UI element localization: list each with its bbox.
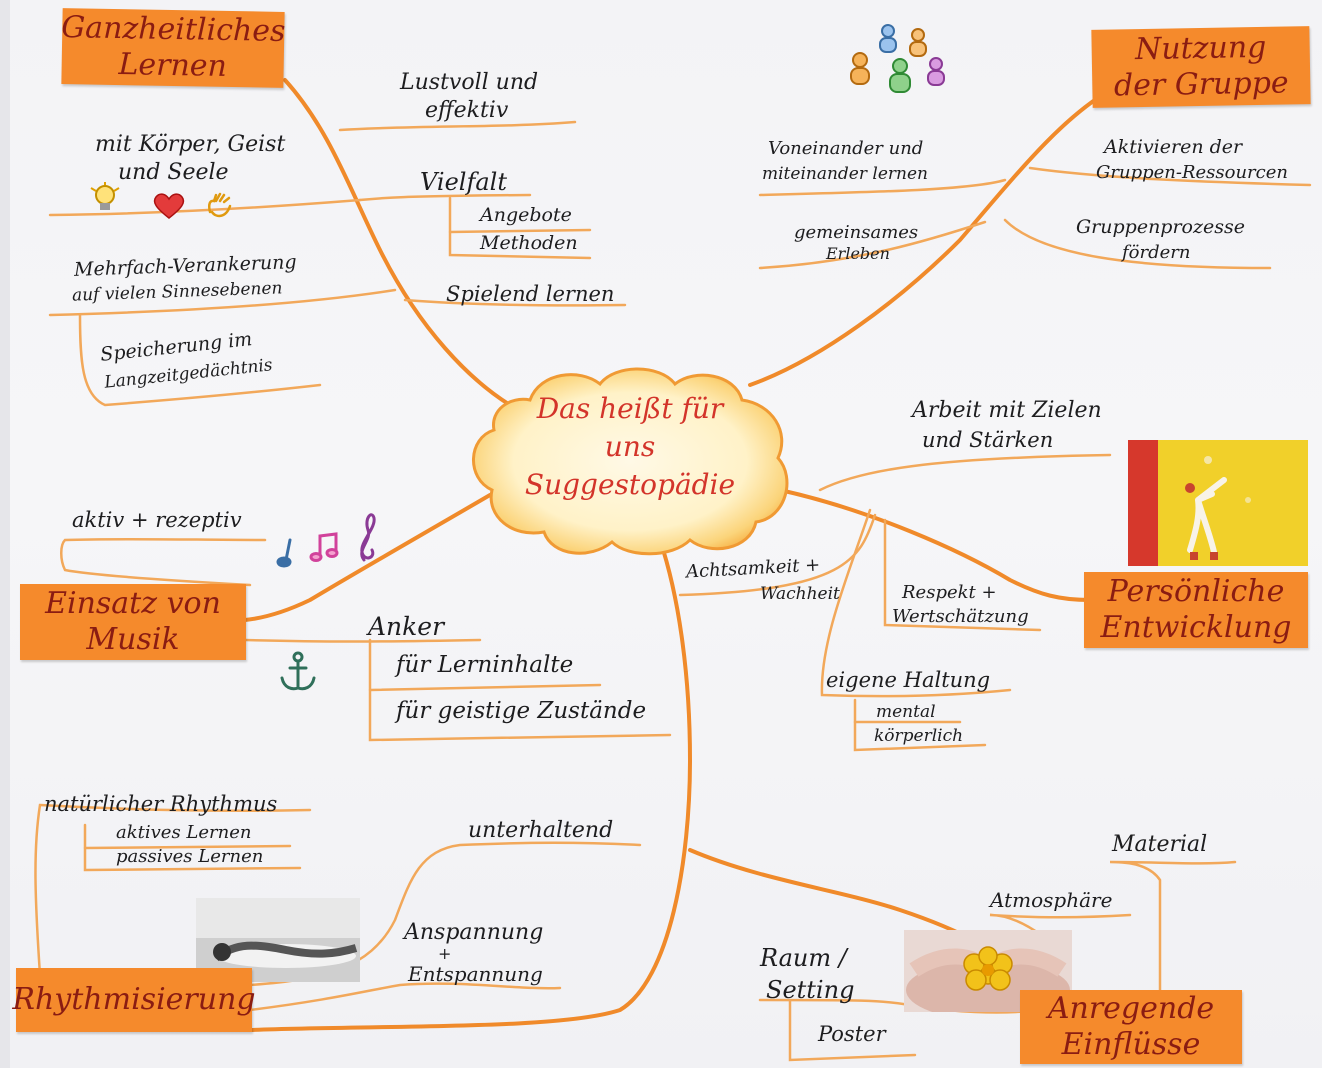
card-ganzheitliches-lernen: Ganzheitliches Lernen — [60, 8, 286, 88]
note-respekt: Respekt + — [902, 582, 997, 603]
note-gruppen-ressourcen: Gruppen-Ressourcen — [1096, 162, 1288, 183]
card-title-line1: Persönliche — [1107, 574, 1285, 609]
note-arbeit-mit-zielen: Arbeit mit Zielen — [912, 398, 1102, 423]
note-voneinander: Voneinander und — [768, 138, 924, 159]
note-aktivieren: Aktivieren der — [1104, 136, 1243, 158]
note-aktives-lernen: aktives Lernen — [116, 822, 252, 843]
relaxing-person-photo — [196, 898, 360, 982]
note-raum: Raum / — [760, 944, 847, 972]
card-title-line2: Lernen — [118, 47, 228, 84]
card-title-line2: Einflüsse — [1061, 1027, 1201, 1062]
light-bulb-icon — [88, 182, 122, 220]
note-unterhaltend: unterhaltend — [468, 818, 614, 843]
center-title-line1: Das heißt für — [536, 392, 724, 425]
center-cloud-shape — [472, 367, 789, 556]
note-staerken: und Stärken — [922, 428, 1054, 452]
center-title-line2: uns — [604, 430, 656, 463]
people-group-icon — [840, 22, 952, 112]
note-koerperlich: körperlich — [874, 726, 964, 746]
note-koerper-geist: mit Körper, Geist — [95, 132, 286, 157]
note-miteinander: miteinander lernen — [762, 164, 928, 184]
center-title-line3: Suggestopädie — [524, 468, 736, 501]
note-lustvoll: Lustvoll und — [400, 70, 539, 95]
note-natuerlicher-rhythmus: natürlicher Rhythmus — [44, 792, 278, 816]
note-gemeinsames: gemeinsames — [794, 222, 919, 243]
branch-line-gruppe — [748, 88, 1112, 387]
note-wertschaetzung: Wertschätzung — [892, 606, 1029, 627]
card-title-line1: Ganzheitliches — [60, 10, 286, 49]
note-seele: und Seele — [118, 160, 229, 185]
note-anspannung: Anspannung — [404, 920, 544, 945]
card-anregende-einfluesse: Anregende Einflüsse — [1020, 990, 1242, 1064]
card-rhythmisierung: Rhythmisierung — [12, 968, 256, 1032]
note-plus: + — [438, 944, 452, 963]
note-anker: Anker — [368, 612, 445, 641]
board-edge — [0, 0, 10, 1068]
branch-line-persoenlich — [778, 488, 1092, 602]
card-title: Rhythmisierung — [12, 982, 256, 1017]
note-angebote: Angebote — [480, 204, 572, 226]
hand-icon — [204, 192, 238, 224]
anchor-icon — [276, 650, 320, 698]
note-geistige-zustaende: für geistige Zustände — [396, 698, 647, 724]
note-gruppenprozesse: Gruppenprozesse — [1076, 216, 1245, 238]
note-poster: Poster — [818, 1022, 886, 1046]
card-title-line1: Nutzung — [1134, 29, 1267, 68]
note-passives-lernen: passives Lernen — [116, 846, 264, 867]
note-material: Material — [1112, 832, 1208, 857]
card-persoenliche-entwicklung: Persönliche Entwicklung — [1084, 572, 1308, 648]
heart-icon — [152, 192, 186, 224]
note-eigene-haltung: eigene Haltung — [826, 668, 991, 692]
note-spielend-lernen: Spielend lernen — [446, 282, 615, 306]
branch-line-ganzheitliches — [283, 78, 512, 407]
note-effektiv: effektiv — [425, 98, 509, 123]
card-title-line2: Entwicklung — [1100, 610, 1292, 645]
note-entspannung: Entspannung — [408, 962, 543, 986]
dancer-painting-image — [1128, 440, 1308, 566]
note-methoden: Methoden — [480, 232, 578, 254]
card-title-line1: Einsatz von — [45, 586, 221, 621]
card-title-line1: Anregende — [1047, 991, 1215, 1026]
card-einsatz-von-musik: Einsatz von Musik — [20, 584, 246, 660]
note-erleben: Erleben — [826, 244, 890, 263]
note-lerninhalte: für Lerninhalte — [396, 652, 574, 678]
card-title-line2: der Gruppe — [1113, 65, 1289, 104]
card-nutzung-der-gruppe: Nutzung der Gruppe — [1091, 26, 1311, 108]
branch-line-rhythmus — [248, 538, 693, 1032]
note-aktiv-rezeptiv: aktiv + rezeptiv — [72, 508, 242, 532]
music-notes-icon — [276, 500, 386, 584]
note-vielfalt: Vielfalt — [420, 168, 507, 196]
note-foerdern: fördern — [1122, 242, 1191, 263]
note-atmosphaere: Atmosphäre — [990, 888, 1113, 912]
card-title-line2: Musik — [86, 622, 180, 657]
branch-line-musik — [243, 493, 492, 622]
note-wachheit: Wachheit — [760, 584, 840, 604]
note-setting: Setting — [766, 976, 855, 1004]
note-mental: mental — [876, 702, 936, 722]
